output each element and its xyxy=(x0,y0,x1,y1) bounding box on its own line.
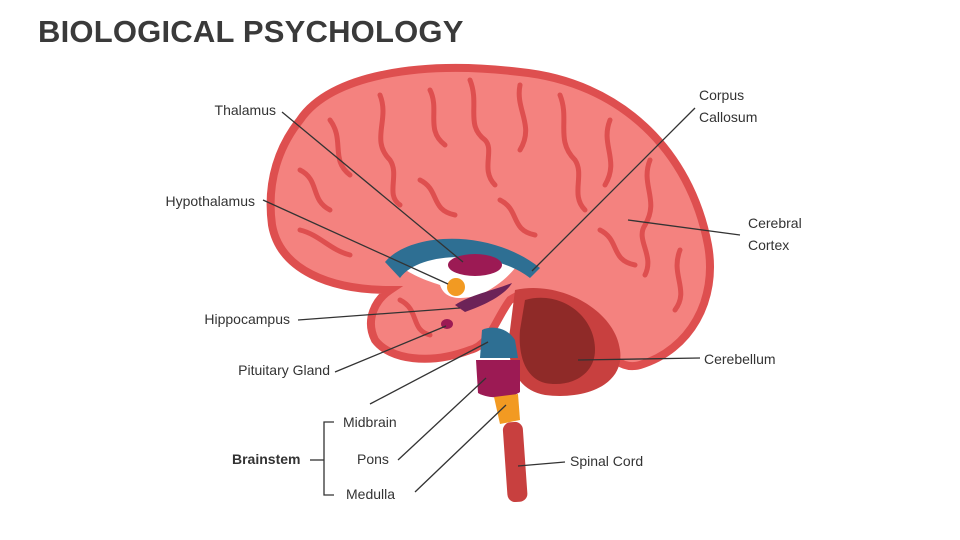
corpus-callosum-label-line1: Corpus xyxy=(699,87,745,103)
hippocampus-label: Hippocampus xyxy=(204,311,290,327)
spinal-cord-shape xyxy=(502,421,528,503)
cerebellum-inner-shape xyxy=(519,297,595,385)
hippocampus-shape xyxy=(455,283,512,312)
pons-label: Pons xyxy=(357,451,389,467)
pituitary-gland-label: Pituitary Gland xyxy=(238,362,330,378)
cerebral-cortex-label-line2: Cortex xyxy=(748,237,790,253)
cerebral-cortex-shape xyxy=(266,64,714,371)
midbrain-label: Midbrain xyxy=(343,414,397,430)
thalamus-label: Thalamus xyxy=(214,102,276,118)
pons-shape xyxy=(476,360,520,398)
page-title: BIOLOGICAL PSYCHOLOGY xyxy=(38,14,464,49)
spinal-cord-label: Spinal Cord xyxy=(570,453,644,469)
cortex-folds xyxy=(297,77,684,338)
midbrain-shape xyxy=(480,327,518,358)
thalamus-shape xyxy=(448,254,502,276)
cerebellum-label: Cerebellum xyxy=(704,351,776,367)
brainstem-bracket xyxy=(310,421,334,496)
leader-lines xyxy=(262,107,741,493)
corpus-callosum-shape xyxy=(385,238,540,278)
hypothalamus-shape xyxy=(447,278,465,296)
brainstem-label: Brainstem xyxy=(232,451,301,467)
medulla-label: Medulla xyxy=(346,486,396,502)
hypothalamus-label: Hypothalamus xyxy=(165,193,256,209)
medulla-shape xyxy=(494,394,520,424)
cerebral-cortex-label-line1: Cerebral xyxy=(748,215,802,231)
corpus-callosum-label-line2: Callosum xyxy=(699,109,758,125)
